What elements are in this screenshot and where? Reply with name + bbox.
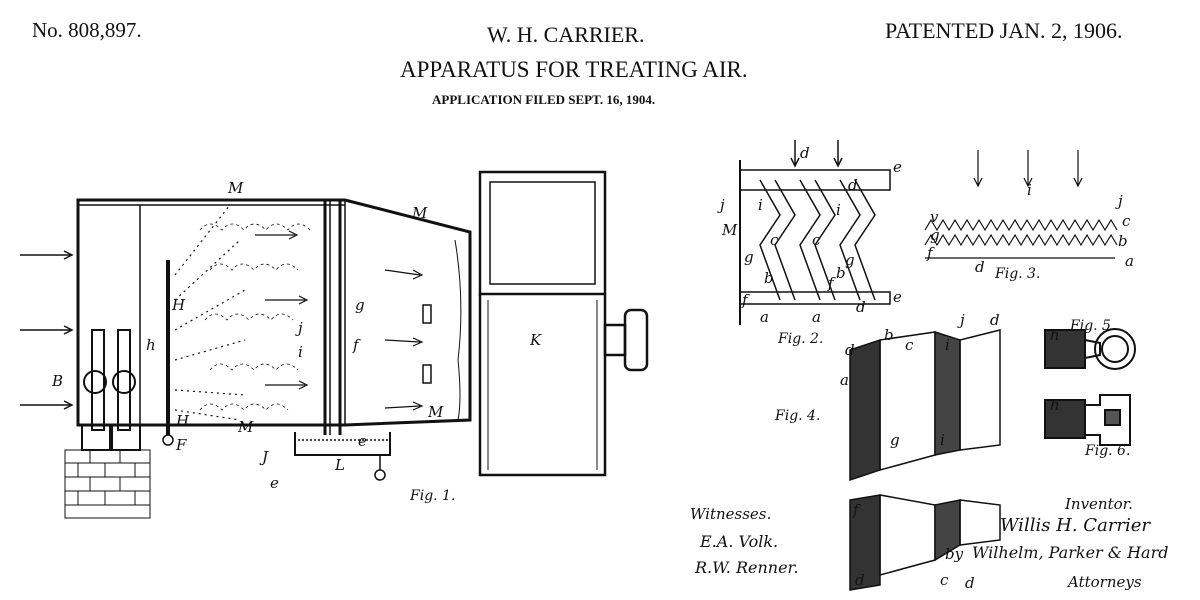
fig2-reference-label: f [827, 274, 836, 292]
fig2-reference-label: g [845, 251, 855, 269]
fig2-reference-label: d [856, 298, 866, 316]
fig2-reference-label: e [893, 288, 902, 306]
fig1-caption: Fig. 1. [409, 488, 455, 504]
patent-title: APPARATUS FOR TREATING AIR. [400, 57, 748, 82]
by-label: by [945, 545, 964, 563]
fig2-reference-label: a [812, 308, 821, 326]
inventor-label: Inventor. [1065, 495, 1133, 513]
fig1-reference-label: M [227, 179, 244, 197]
fig1-reference-label: L [334, 456, 345, 474]
fig4-reference-label: g [890, 431, 900, 449]
fig5-reference-label: h [1050, 326, 1060, 344]
fig3-reference-label: i [1027, 181, 1032, 199]
fig2-reference-label: j [717, 196, 725, 214]
fig4-reference-label: d [845, 341, 855, 359]
fig4-plate-perspective [849, 329, 1001, 591]
witness-2-signature: R.W. Renner. [695, 558, 799, 577]
fig3-reference-label: v [930, 208, 939, 226]
fig1-reference-label: B [51, 372, 63, 390]
fig2-reference-label: a [760, 308, 769, 326]
fig6-caption: Fig. 6. [1084, 443, 1130, 459]
fig3-reference-label: a [1125, 252, 1134, 270]
fig4-reference-label: d [855, 571, 865, 589]
fig2-reference-label: e [893, 158, 902, 176]
fig1-reference-label: g [355, 296, 365, 314]
fig3-zigzag-section [924, 150, 1118, 259]
inventor-name: W. H. CARRIER. [487, 22, 645, 47]
fan-housing [478, 170, 649, 477]
chamber-casing [76, 198, 472, 427]
patent-number: No. 808,897. [32, 18, 142, 42]
pipes [81, 329, 141, 451]
brick-pier [64, 449, 151, 519]
fig1-reference-label: J [259, 448, 269, 466]
fig4-reference-label: f [852, 501, 861, 519]
fig2-reference-label: g [744, 248, 754, 266]
patent-date: PATENTED JAN. 2, 1906. [885, 18, 1123, 43]
fig1-reference-label: M [411, 204, 428, 222]
inventor-signature: Willis H. Carrier [1000, 515, 1151, 536]
fig1-reference-label: e [270, 474, 279, 492]
fig5-caption: Fig. 5. [1069, 318, 1115, 334]
attorneys-label: Attorneys [1068, 573, 1142, 591]
witness-1-signature: E.A. Volk. [700, 532, 779, 551]
fig2-reference-label: b [836, 264, 846, 282]
water-tank [294, 432, 391, 481]
fig2-reference-label: i [758, 196, 763, 214]
fig3-reference-label: j [1115, 192, 1123, 210]
fig2-caption: Fig. 2. [777, 331, 823, 347]
fig2-reference-label: d [800, 144, 810, 162]
fig2-reference-label: c [770, 231, 779, 249]
fig1-reference-label: e [358, 432, 367, 450]
fig1-reference-label: i [298, 343, 303, 361]
fig3-reference-label: f [926, 244, 935, 262]
fig6-reference-label: h [1050, 396, 1060, 414]
fig1-reference-label: K [529, 331, 542, 349]
attorneys-signature: Wilhelm, Parker & Hard [972, 543, 1169, 562]
fig2-reference-label: b [764, 269, 774, 287]
fig3-caption: Fig. 3. [994, 266, 1040, 282]
fig5-nozzle-section [1044, 328, 1136, 370]
fig4-caption: Fig. 4. [774, 408, 820, 424]
fig1-apparatus [20, 170, 649, 519]
fig1-reference-label: h [146, 336, 156, 354]
fig1-reference-label: H [175, 412, 190, 430]
fig1-reference-label: H [171, 296, 186, 314]
fig1-reference-label: M [427, 403, 444, 421]
fig1-reference-label: M [237, 418, 254, 436]
spray-clouds [199, 223, 311, 411]
fig3-reference-label: g [930, 226, 940, 244]
fig4-reference-label: b [884, 326, 894, 344]
fig1-reference-label: j [295, 319, 303, 337]
fig2-reference-label: i [836, 201, 841, 219]
fig2-reference-label: c [812, 231, 821, 249]
fig2-reference-label: M [721, 221, 738, 239]
fig1-reference-label: f [352, 336, 361, 354]
witnesses-label: Witnesses. [690, 505, 772, 523]
fig4-reference-label: d [990, 311, 1000, 329]
fig4-reference-label: i [940, 431, 945, 449]
air-inlet-arrows [20, 250, 74, 410]
fig4-reference-label: d [965, 574, 975, 592]
fig3-reference-label: d [975, 258, 985, 276]
fig6-nozzle-section [1044, 394, 1131, 446]
fig4-reference-label: i [945, 336, 950, 354]
fig4-reference-label: a [840, 371, 849, 389]
fig2-eliminator-plates [739, 140, 891, 325]
air-flow-arrows [255, 230, 424, 411]
fig3-reference-label: c [1122, 212, 1131, 230]
fig1-reference-label: F [175, 436, 187, 454]
fig4-reference-label: j [957, 311, 965, 329]
spray-pattern [174, 204, 246, 421]
fig4-reference-label: c [905, 336, 914, 354]
fig3-reference-label: b [1118, 232, 1128, 250]
fig2-reference-label: d [848, 176, 858, 194]
fig2-reference-label: f [741, 291, 750, 309]
application-filed-date: APPLICATION FILED SEPT. 16, 1904. [432, 92, 656, 107]
fig4-reference-label: c [940, 571, 949, 589]
